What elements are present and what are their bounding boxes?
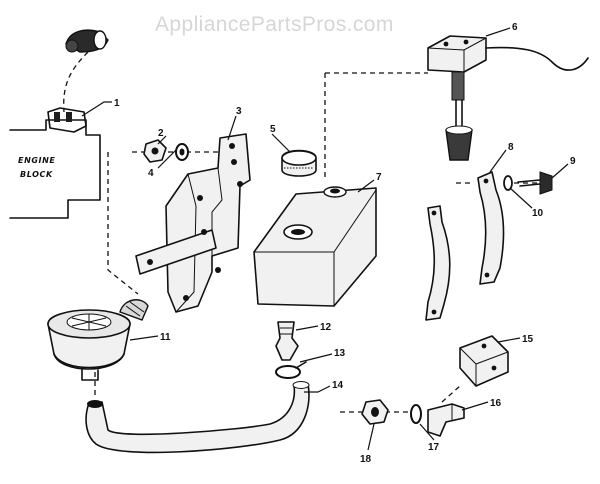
elbow-fitting (427, 403, 465, 437)
hex-nut (143, 139, 167, 163)
callout-1: 1 (114, 98, 120, 109)
nut-small (361, 399, 389, 425)
callout-5: 5 (270, 124, 276, 135)
washer-pump (47, 299, 149, 381)
mounting-bracket (135, 133, 251, 313)
strap-clamp-lower (425, 205, 451, 321)
hose-elbow-fitting (65, 29, 109, 53)
callout-6: 6 (512, 22, 518, 33)
callout-18: 18 (360, 454, 372, 465)
hose-clamp (275, 361, 307, 379)
engine-label-line1: ENGINE (18, 156, 55, 165)
lock-washer (175, 143, 189, 161)
engine-block: ENGINE BLOCK (9, 107, 101, 219)
callout-12: 12 (320, 322, 332, 333)
callout-15: 15 (522, 334, 534, 345)
callout-7: 7 (376, 172, 382, 183)
callout-16: 16 (490, 398, 502, 409)
hose (85, 381, 310, 454)
washer-small (503, 175, 513, 191)
callout-10: 10 (532, 208, 544, 219)
callout-2: 2 (158, 128, 164, 139)
screw (517, 171, 553, 195)
level-sensor-switch (427, 35, 589, 161)
callout-4: 4 (148, 168, 154, 179)
strap-clamp-upper (477, 171, 505, 285)
callout-11: 11 (160, 332, 171, 343)
hose-nozzle (275, 321, 299, 361)
callout-13: 13 (334, 348, 346, 359)
reservoir-cap (281, 149, 317, 177)
reservoir-tank (253, 186, 377, 307)
clip-bracket (459, 335, 509, 387)
callout-3: 3 (236, 106, 242, 117)
callout-14: 14 (332, 380, 344, 391)
engine-label-line2: BLOCK (20, 170, 53, 179)
callout-leaders (81, 27, 569, 451)
watermark-text: AppliancePartsPros.com (155, 13, 394, 36)
callout-numbers: 1 2 3 4 5 6 7 8 9 10 11 12 13 14 15 16 1… (114, 22, 576, 465)
callout-17: 17 (428, 442, 440, 453)
callout-9: 9 (570, 156, 576, 167)
callout-8: 8 (508, 142, 514, 153)
gasket (410, 404, 422, 424)
